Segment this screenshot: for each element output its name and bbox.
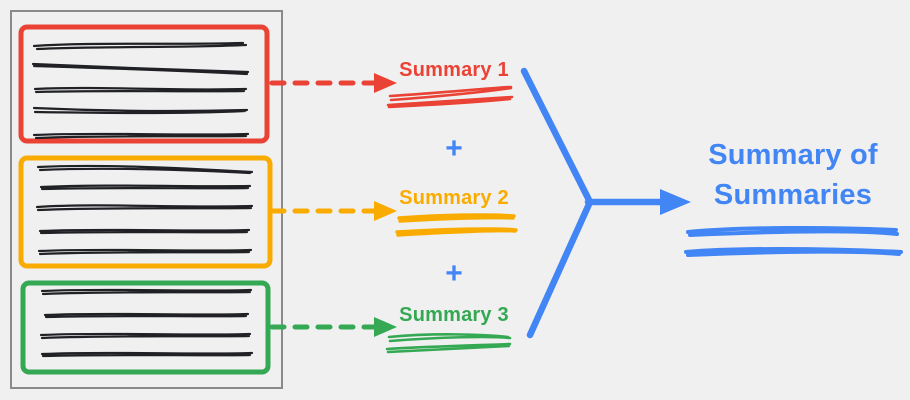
chunk-2-text-scribbles xyxy=(35,164,254,256)
chunk-2-arrow xyxy=(269,201,397,221)
merge-arrow xyxy=(520,67,691,339)
summary-1-label: Summary 1 xyxy=(399,59,509,81)
chunk-3-arrowhead-icon xyxy=(374,317,397,337)
plus-operator-1: + xyxy=(445,132,463,165)
chunk-2-box xyxy=(18,155,273,269)
result-underline xyxy=(684,225,903,257)
summary-1-underline xyxy=(386,85,514,109)
chunk-3-arrow xyxy=(269,317,397,337)
chunk-3-box xyxy=(20,280,271,375)
source-document xyxy=(10,10,283,389)
chunk-2-arrowhead-icon xyxy=(374,201,397,221)
chunk-1-text-scribbles xyxy=(31,41,250,140)
summary-2-label: Summary 2 xyxy=(399,187,509,209)
chunk-1-box xyxy=(18,24,270,144)
summary-of-summaries-label: Summary of Summaries xyxy=(708,139,878,211)
chunk-3-text-scribbles xyxy=(39,288,254,358)
summary-3-label: Summary 3 xyxy=(399,304,509,326)
chunk-1-outline xyxy=(18,24,270,144)
summary-2-underline xyxy=(395,213,518,237)
document-outline xyxy=(10,10,283,389)
merge-arrowhead-icon xyxy=(660,189,691,215)
chunk-3-outline xyxy=(20,280,271,375)
summary-3-underline xyxy=(385,333,512,354)
plus-operator-2: + xyxy=(445,257,463,290)
chunk-1-arrow xyxy=(269,73,397,93)
chunk-1-arrowhead-icon xyxy=(374,73,397,93)
